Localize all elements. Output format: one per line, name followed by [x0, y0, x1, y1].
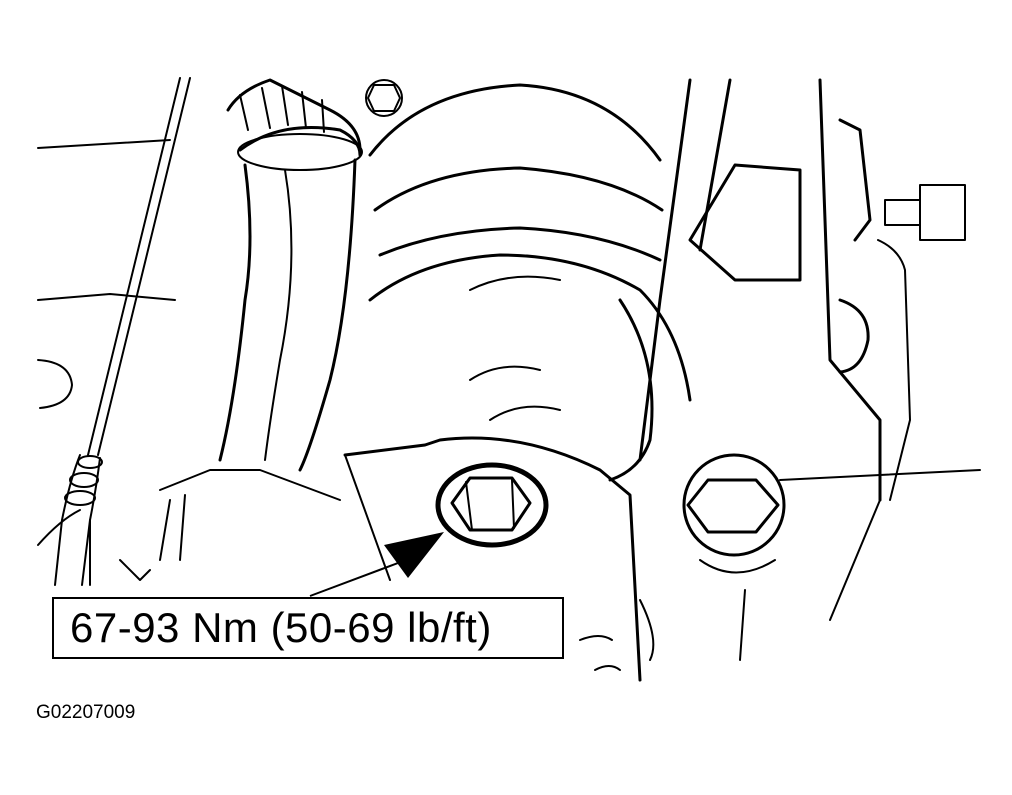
- figure-id-label: G02207009: [36, 702, 136, 723]
- lower-right-frame: [579, 469, 981, 671]
- torque-callout-box: 67-93 Nm (50-69 lb/ft): [52, 597, 564, 659]
- bracket-bolt: [682, 453, 786, 574]
- upper-nut: [365, 79, 403, 117]
- torqued-bolt: [435, 462, 549, 548]
- lower-left-brackets: [89, 469, 341, 586]
- side-fitting: [877, 184, 966, 501]
- mount-housing: [343, 83, 692, 682]
- coolant-hose: [218, 78, 363, 472]
- left-frame-lines: [37, 139, 176, 546]
- callout-leader: [309, 532, 444, 597]
- cable-rod: [54, 77, 191, 586]
- torque-spec-label: 67-93 Nm (50-69 lb/ft): [70, 604, 492, 651]
- mount-bracket-arm: [638, 78, 882, 502]
- arrowhead-icon: [384, 532, 444, 578]
